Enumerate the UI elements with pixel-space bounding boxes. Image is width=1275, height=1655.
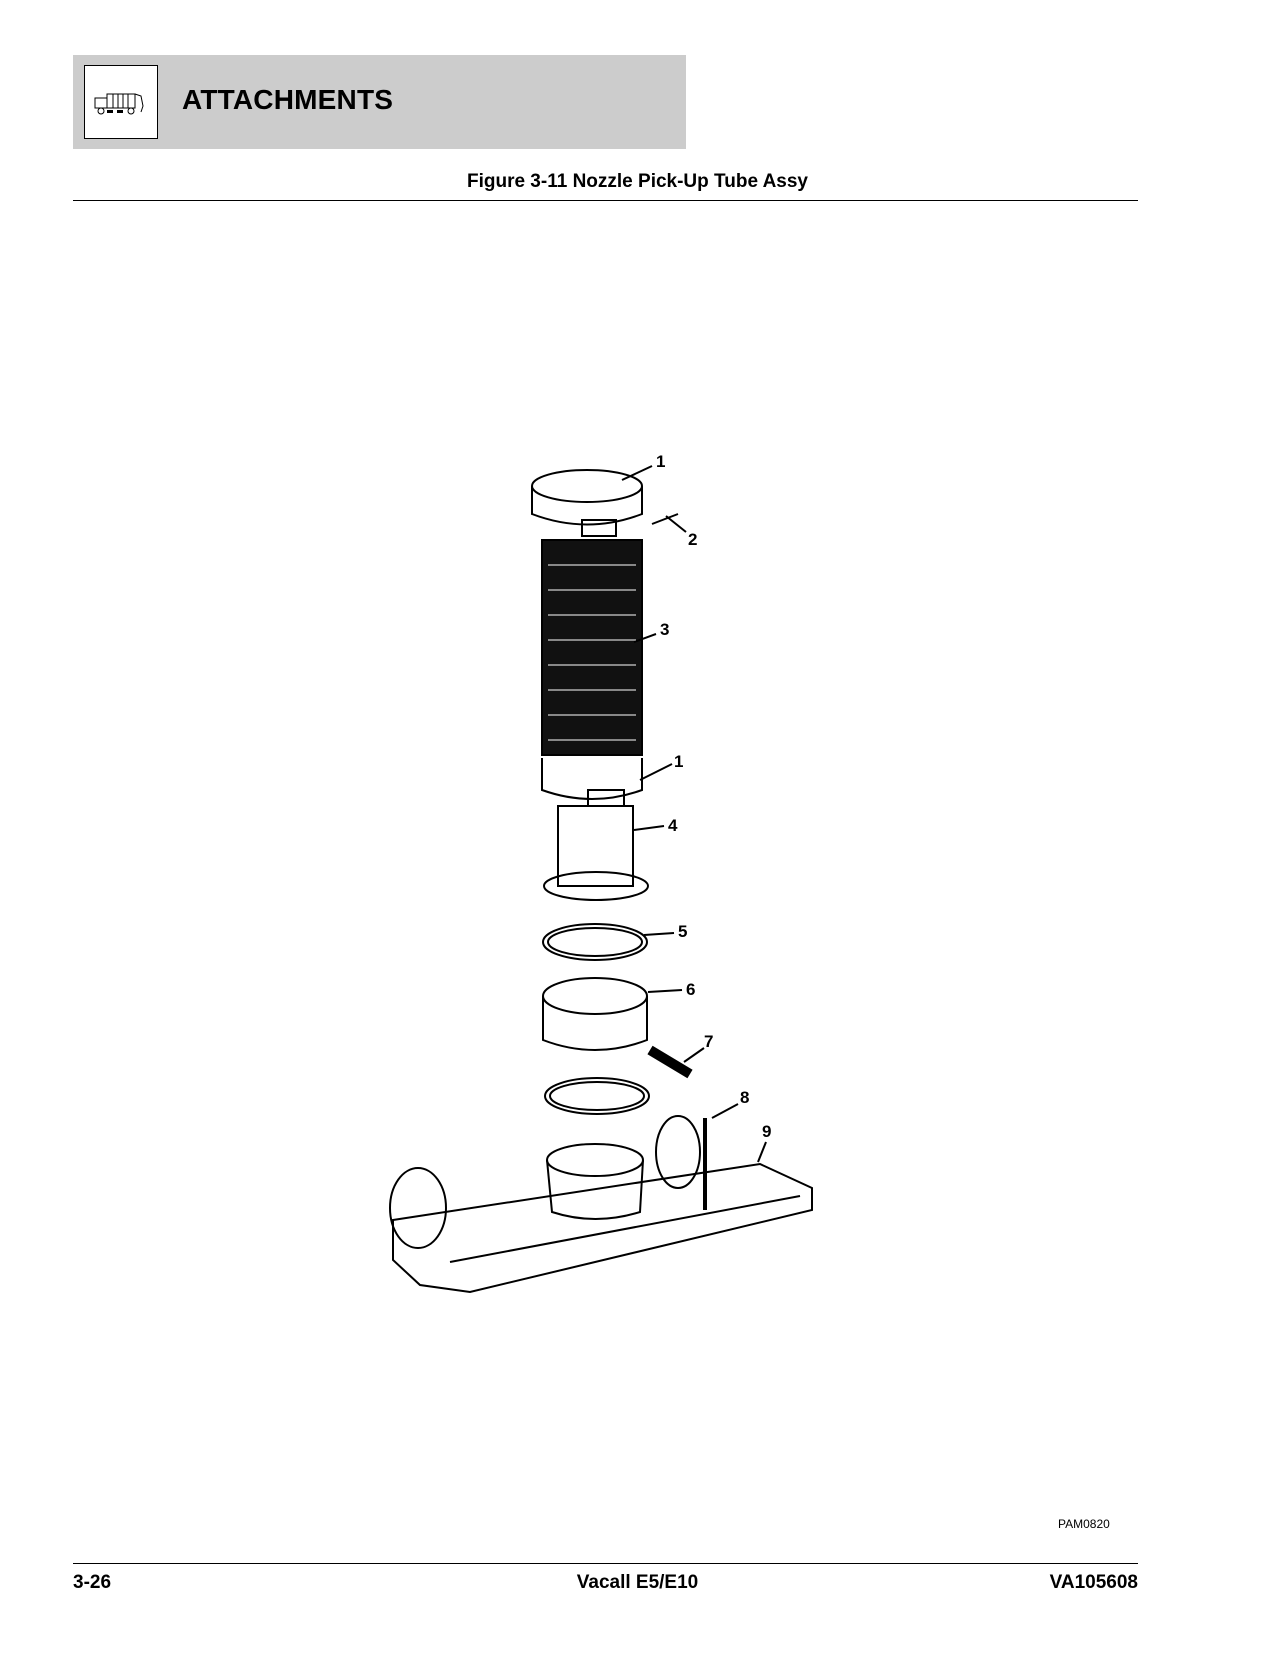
footer-divider [73, 1563, 1138, 1564]
vacuum-truck-icon [84, 65, 158, 139]
product-name: Vacall E5/E10 [576, 1572, 699, 1593]
drawing-id: PAM0820 [1058, 1517, 1110, 1531]
page-number: 3-26 [73, 1572, 112, 1593]
callout-3: 3 [660, 620, 670, 639]
callout-5: 5 [678, 922, 688, 941]
callout-7: 7 [704, 1032, 714, 1051]
document-number: VA105608 [1049, 1572, 1138, 1593]
callout-6: 6 [686, 980, 696, 999]
figure-title: Figure 3-11 Nozzle Pick-Up Tube Assy [466, 171, 809, 192]
callout-1-lower: 1 [674, 752, 684, 771]
callout-9: 9 [762, 1122, 772, 1141]
callout-2: 2 [688, 530, 698, 549]
callout-1-top: 1 [656, 452, 666, 471]
callout-4: 4 [668, 816, 678, 835]
section-title: ATTACHMENTS [182, 84, 394, 115]
callout-8: 8 [740, 1088, 750, 1107]
header-divider [73, 200, 1138, 201]
section-header-band [73, 55, 686, 149]
